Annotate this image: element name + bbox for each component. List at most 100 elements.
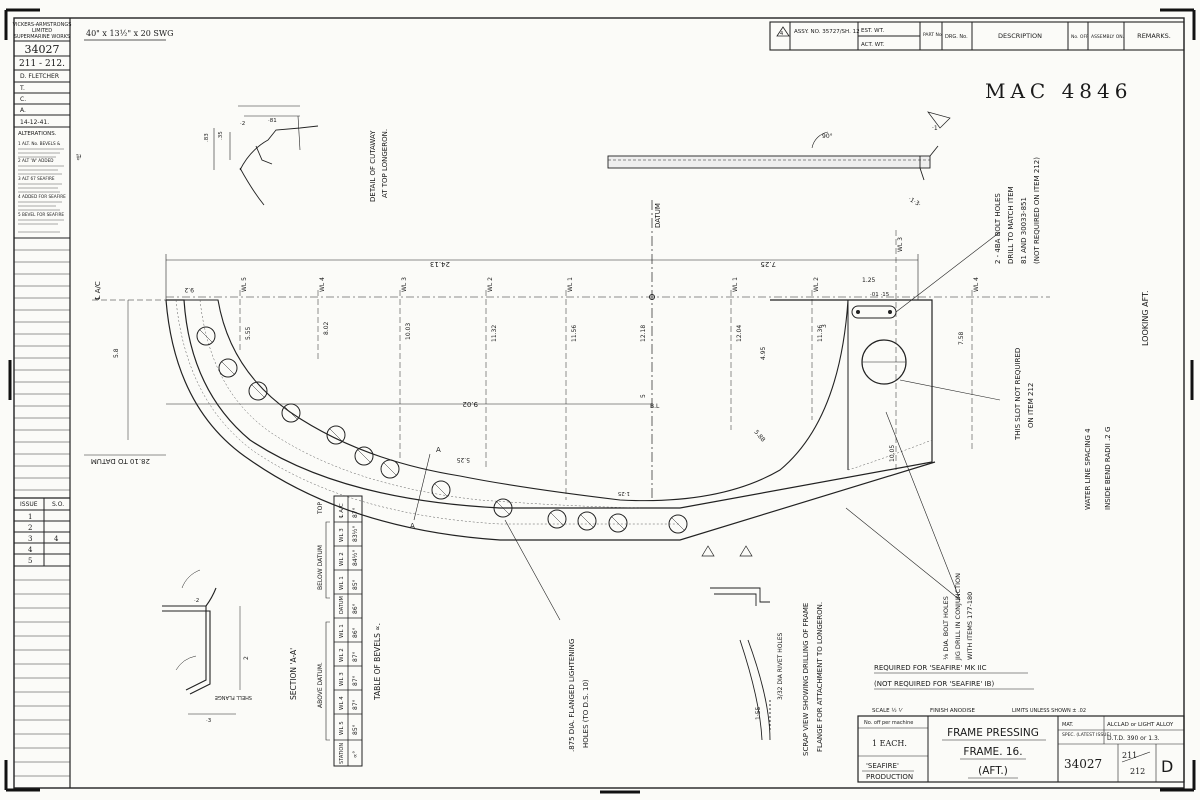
act-wt: ACT. WT. [861, 42, 885, 48]
above-datum-label: ABOVE DATUM. [317, 662, 324, 708]
sidebar-tr: T. [19, 85, 25, 92]
dim-strip-1: ·1 [932, 125, 938, 132]
no-off-per-machine: No. off per machine [864, 720, 913, 726]
bevel-value-wl2-below: 84½° [352, 550, 359, 566]
part-no: PART No. [923, 32, 943, 38]
issue-3: 3 [28, 535, 32, 543]
assy-no: ASSY. NO. 35727/SH. 12 [794, 29, 860, 35]
frame-pressing: 24.13 7.25 [84, 200, 1050, 541]
dim-5-8: 5.8 [113, 348, 120, 358]
company-name-2: LIMITED [32, 28, 52, 34]
frame-outline-lower [165, 299, 936, 541]
sidebar-drawing-no: 34027 [25, 43, 60, 56]
alt-note-3: 3 ALT 67 SEAFIRE [18, 176, 55, 181]
wl-label-2-below: WL 2 [813, 277, 820, 292]
to-datum-label: 28.10 TO DATUM [91, 457, 150, 465]
dim-5-25: 5.25 [456, 456, 470, 463]
bevel-header-wl2: WL 2 [339, 648, 345, 662]
issue-letter: D [1161, 757, 1173, 776]
title-line-3: (AFT.) [978, 765, 1008, 777]
bevel-header-wl3: WL 3 [339, 672, 345, 686]
rivet-holes-note: 3/32 DIA RIVET HOLES [777, 632, 784, 700]
bevel-header-wl1: WL 1 [339, 624, 345, 638]
dim-7-25: 7.25 [760, 260, 776, 268]
bevel-value-wl4: 87° [352, 699, 359, 710]
alt-note-2: 2 ALT 'W' ADDED [18, 158, 53, 163]
finish-note: FINISH ANODISE [930, 708, 975, 714]
bevel-header-cl: ℄ A/C [338, 503, 345, 518]
dim-section-r: ·2 [194, 598, 199, 604]
wl-label-1: WL 1 [567, 277, 574, 292]
bevel-value-datum: 86° [352, 603, 359, 614]
seafire-not-required-note: (NOT REQUIRED FOR 'SEAFIRE' IB) [874, 680, 994, 688]
slot-note-1: THIS SLOT NOT REQUIRED [1014, 348, 1022, 441]
dim-cutaway-81: ·81 [268, 118, 277, 124]
alterations-title: ALTERATIONS. [18, 131, 57, 137]
bevel-header-wl4: WL 4 [339, 696, 345, 710]
dim-strip-2: ·1·3· [907, 196, 922, 209]
looking-aft: LOOKING AFT. [1141, 290, 1150, 346]
bolt-holes-jig-2: JIG DRILL IN CONJUNCTION [954, 573, 962, 661]
top-title-block: 4 ASSY. NO. 35727/SH. 12 EST. WT. ACT. W… [769, 21, 1185, 51]
sidebar-drawn-by: D. FLETCHER [20, 73, 59, 80]
lightening-holes [196, 326, 688, 534]
issue-1: 1 [28, 513, 32, 521]
center-mark [8, 360, 1194, 794]
bevel-header-wl3-below: WL 3 [339, 528, 345, 542]
dim-12-18: 12.18 [640, 325, 647, 342]
bolt-holes-note-3: 81 AND 30033-851 [1020, 197, 1028, 264]
seafire-required-note: REQUIRED FOR 'SEAFIRE' MK IIC [874, 664, 987, 672]
centreline-label: ℄ A/C [94, 281, 102, 300]
dim-5-88: 5.88 [752, 429, 766, 444]
scrap-view-note-1: SCRAP VIEW SHOWING DRILLING OF FRAME [802, 603, 810, 756]
bevel-table-title: TABLE OF BEVELS ∝. [373, 623, 382, 701]
remarks-header: REMARKS. [1137, 32, 1171, 40]
below-datum-label: BELOW DATUM [317, 545, 324, 590]
dim-1-55: 1·55 [755, 706, 762, 720]
company-name-3: SUPERMARINE WORKS [14, 34, 70, 40]
alt-note-5: 5 BEVEL FOR SEAFIRE [18, 212, 64, 217]
dim-8-02: 8.02 [323, 321, 330, 335]
drawing-number: 34027 [1064, 757, 1102, 771]
bevel-header-wl2-below: WL 2 [339, 552, 345, 566]
bolt-holes-note-1: 2 - 4BA BOLT HOLES [994, 193, 1002, 264]
dim-10-05: 10.05 [889, 445, 896, 462]
dim-11-36: 11.36 [817, 325, 824, 342]
datum-label: DATUM [654, 203, 662, 228]
bevel-header-station: STATION [339, 743, 345, 764]
lightening-note-2: HOLES (TO D.S. 10) [582, 679, 590, 748]
dim-cutaway-83: .83 [204, 133, 210, 142]
water-line-spacing: WATER LINE SPACING 4 [1084, 428, 1092, 510]
dim-9-2: 9.2 [184, 286, 194, 293]
description-header: DESCRIPTION [998, 32, 1042, 40]
handwritten-reference: MAC 4846 [985, 79, 1132, 103]
wl-label-1-below: WL 1 [732, 277, 739, 292]
corner-mark [1160, 8, 1196, 40]
issue-2: 2 [28, 524, 32, 532]
company-name-1: VICKERS-ARMSTRONGS [13, 22, 72, 28]
spec-value: D.T.D. 390 or 1.3. [1107, 735, 1160, 742]
frame-outline-inner [184, 299, 849, 502]
bevel-value-wl1: 86° [352, 627, 359, 638]
flange-strip-detail [607, 111, 951, 181]
drg-no: DRG. No. [945, 34, 968, 40]
issue-so-header: S.O. [52, 501, 64, 508]
left-sidebar: VICKERS-ARMSTRONGS LIMITED SUPERMARINE W… [13, 18, 82, 788]
issue-triangle-icon [701, 545, 753, 557]
top-label: TOP [317, 502, 324, 515]
sidebar-ap: A. [20, 107, 26, 114]
production-label: PRODUCTION [866, 773, 913, 781]
title-line-2: FRAME. 16. [963, 746, 1022, 758]
dim-11-32: 11.32 [491, 325, 498, 342]
dim-5-55: 5.55 [245, 326, 252, 340]
issue-triangle-icon [776, 26, 790, 37]
seafire-label: 'SEAFIRE' [866, 762, 899, 770]
corner-mark [4, 8, 40, 40]
dim-1-25-lower: 1·25 [617, 490, 630, 496]
bevel-value-cl: 87° [352, 507, 359, 518]
est-wt: EST. WT. [861, 28, 884, 34]
dim-section-3: ·3 [206, 718, 212, 724]
scrap-view [710, 587, 771, 741]
title-line-1: FRAME PRESSING [947, 727, 1039, 739]
section-mark-a-top: A [436, 446, 441, 454]
